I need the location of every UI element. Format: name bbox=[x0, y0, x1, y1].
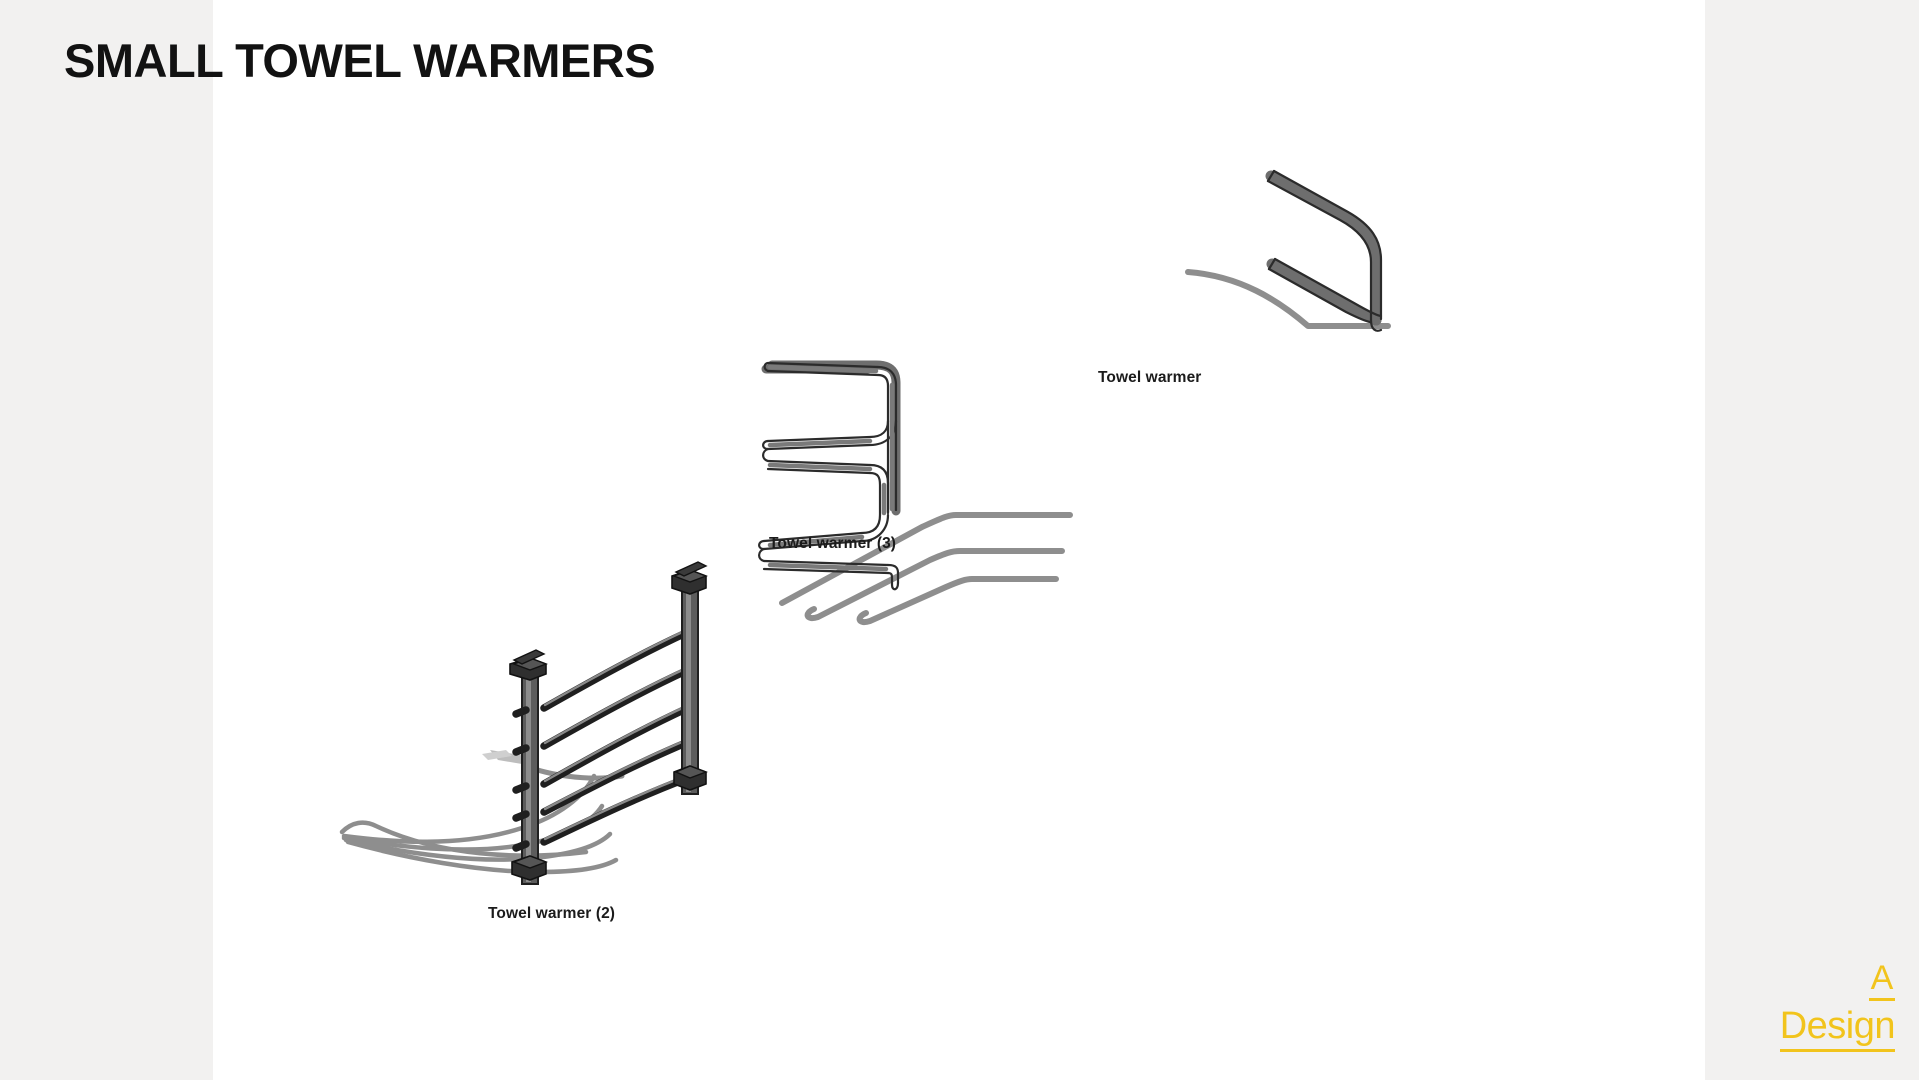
page-title: SMALL TOWEL WARMERS bbox=[64, 34, 656, 87]
a-design-logo[interactable]: A Design bbox=[1779, 961, 1896, 1052]
towel-warmer-1-tube-outline bbox=[1266, 169, 1383, 332]
towel-warmer-figure-1: Towel warmer bbox=[1098, 169, 1440, 386]
towel-warmer-2-rails-highlight bbox=[543, 627, 691, 841]
towel-warmer-2-post-left bbox=[509, 649, 548, 885]
towel-warmer-2-drawing bbox=[339, 561, 708, 885]
towel-warmer-2-rail-stubs bbox=[512, 706, 530, 852]
towel-warmer-1-shadow bbox=[1185, 269, 1391, 329]
towel-warmer-2-rails bbox=[540, 628, 692, 846]
drawing-canvas bbox=[213, 0, 1705, 1080]
towel-warmer-figure-3: Towel warmer (3) bbox=[758, 360, 1110, 635]
towel-warmer-2-post-right bbox=[671, 561, 708, 795]
logo-line-design: Design bbox=[1779, 1001, 1896, 1052]
towel-warmer-figure-2: Towel warmer (2) bbox=[330, 560, 730, 922]
towel-warmer-3-tube-outline bbox=[758, 361, 900, 591]
towel-warmer-2-label: Towel warmer (2) bbox=[488, 905, 616, 922]
towel-warmer-1-tube-body bbox=[1265, 170, 1382, 326]
towel-warmer-1-label: Towel warmer bbox=[1098, 369, 1202, 386]
towel-warmer-3-shadow bbox=[779, 512, 1073, 625]
towel-warmer-3-label: Towel warmer (3) bbox=[769, 535, 897, 552]
towel-warmer-2-shadow bbox=[339, 750, 625, 875]
logo-line-a: A bbox=[1869, 961, 1895, 1001]
towel-warmer-3-tube-shading bbox=[767, 364, 895, 572]
towel-warmer-3-drawing bbox=[758, 360, 1073, 625]
towel-warmer-1-drawing bbox=[1185, 169, 1391, 332]
